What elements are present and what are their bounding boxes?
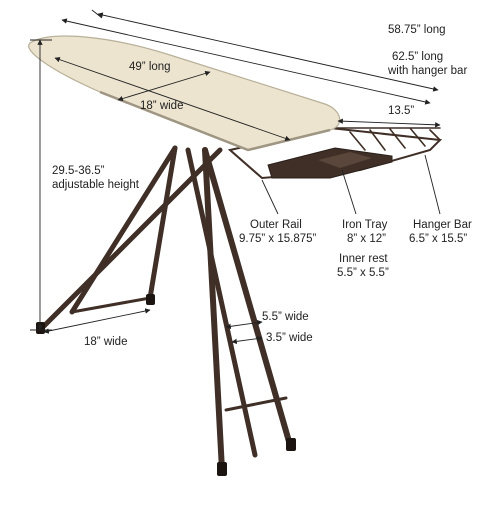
hanger-bar-label-2: 6.5” x 15.5” [409, 233, 467, 245]
length-with-bar-label-1: 62.5” long [392, 51, 443, 63]
leg-spread-label: 18” wide [84, 336, 127, 348]
board-length-label: 49” long [129, 61, 171, 73]
back-leg-right [147, 145, 178, 301]
leg-cross-support [37, 147, 223, 333]
iron-tray-label-1: Iron Tray [342, 219, 388, 231]
overall-length-label: 58.75” long [388, 24, 446, 36]
board-surface [28, 35, 341, 151]
leg-cross-support-2 [185, 147, 258, 458]
dimension-lines [30, 9, 441, 345]
height-label-1: 29.5-36.5” [52, 165, 105, 177]
iron-tray-label-2: 8” x 12” [347, 233, 386, 245]
board-width-label: 18” wide [140, 100, 183, 112]
inner-rest [318, 152, 372, 168]
iron-rest-assembly [227, 126, 443, 180]
leg-width-bottom-label: 3.5” wide [266, 332, 313, 344]
back-leg-crossbar [70, 296, 152, 314]
height-label-2: adjustable height [52, 179, 140, 191]
board-cover [28, 35, 341, 152]
foot-cap-left-front [217, 462, 227, 476]
back-leg-left [69, 145, 178, 315]
hanger-bar-label-1: Hanger Bar [413, 219, 472, 231]
foot-cap-left-back [36, 322, 45, 334]
inner-rest-label-1: Inner rest [339, 253, 388, 265]
leg-width-top-label: 5.5” wide [262, 311, 309, 323]
front-leg-right [202, 147, 293, 448]
front-leg-left [202, 147, 225, 473]
outer-rail-label-2: 9.75” x 15.875” [239, 233, 317, 245]
rest-width-label: 13.5” [388, 105, 414, 117]
dimension-labels: 58.75” long 62.5” long with hanger bar 4… [52, 24, 472, 348]
hanger-bar [329, 127, 441, 151]
board-frame [36, 145, 296, 476]
inner-rest-label-2: 5.5” x 5.5” [337, 267, 389, 279]
length-with-bar-label-2: with hanger bar [387, 65, 467, 77]
foot-cap-right-back [146, 294, 155, 305]
outer-rail-label-1: Outer Rail [250, 219, 302, 231]
foot-cap-right-front [286, 438, 296, 451]
front-leg-crossbar [224, 396, 288, 412]
